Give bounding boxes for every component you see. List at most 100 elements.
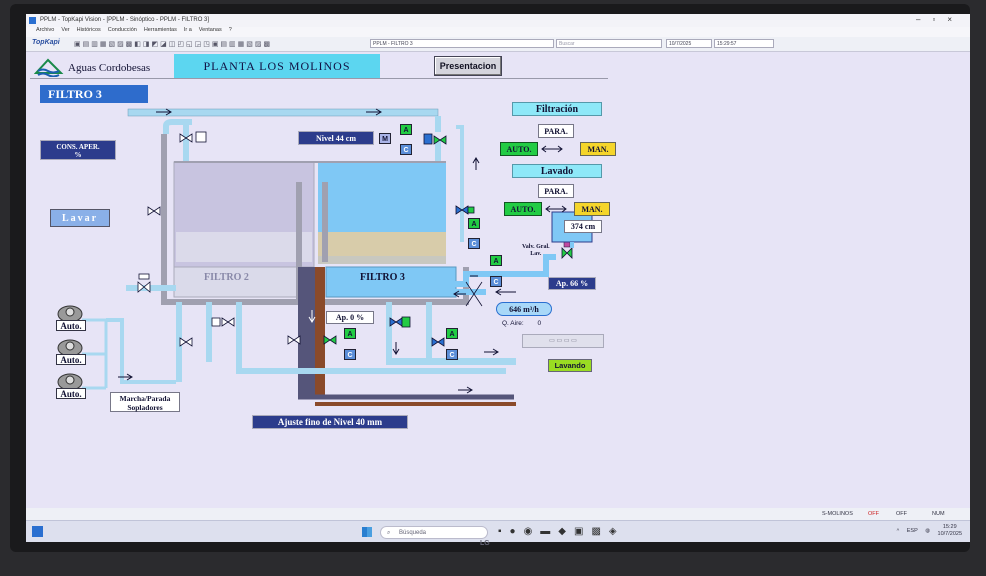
system-tray[interactable]: ^ ESP ◍ 15:29 10/7/2025 xyxy=(897,524,962,538)
filtro-2-media xyxy=(176,232,312,262)
drain-valve-left-icon[interactable] xyxy=(147,206,161,216)
brand-header: Aguas Cordobesas xyxy=(30,56,175,78)
taskbar-clock[interactable]: 15:29 10/7/2025 xyxy=(938,524,962,538)
filtro-3-label: FILTRO 3 xyxy=(360,272,405,283)
toolbar: TopKapi ▣▤▥▦▧▨▩◧◨◩◪◫◰◱◲◳▣▤▥▦▧▨▩ PPLM - F… xyxy=(26,37,970,52)
toolbar-icons[interactable]: ▣▤▥▦▧▨▩◧◨◩◪◫◰◱◲◳▣▤▥▦▧▨▩ xyxy=(74,41,273,48)
taskbar-time: 15:29 xyxy=(942,524,957,530)
menu-ver[interactable]: Ver xyxy=(61,27,70,33)
indicator-a: A xyxy=(344,328,356,339)
filtro-3-sand xyxy=(318,232,446,256)
menu-help[interactable]: ? xyxy=(228,27,232,33)
right-drain-valve-icon[interactable] xyxy=(455,205,475,215)
search-icon: ⌕ xyxy=(387,530,391,536)
monitor-bezel: PPLM - TopKapi Vision - [PPLM - Sinóptic… xyxy=(10,4,970,552)
minimize-button[interactable]: – xyxy=(916,15,933,24)
blower-1-auto[interactable]: Auto. xyxy=(56,320,86,331)
cons-aper-unit: % xyxy=(74,151,82,159)
filtro-3-water xyxy=(318,162,446,232)
menu-ventanas[interactable]: Ventanas xyxy=(198,27,222,33)
filtracion-auto-button[interactable]: AUTO. xyxy=(500,142,538,156)
filtro-3-plenum xyxy=(325,266,457,298)
header-divider xyxy=(30,78,608,79)
siphon-valve-icon[interactable] xyxy=(423,133,447,145)
filtracion-man-button[interactable]: MAN. xyxy=(580,142,616,156)
taskbar-app-icons[interactable]: ▪●◉▬◆▣▩◈ xyxy=(498,526,625,537)
taskbar-search-input[interactable]: ⌕ Búsqueda xyxy=(380,526,488,539)
wash-water-valve-icon[interactable] xyxy=(431,337,445,347)
menu-historicos[interactable]: Históricos xyxy=(76,27,101,33)
q-aire-label: Q. Aire: xyxy=(502,320,524,327)
filtrado-valve-icon[interactable] xyxy=(287,335,301,345)
cons-aper-display[interactable]: CONS. APER. % xyxy=(40,140,116,160)
tank-level-display: 374 cm xyxy=(564,220,602,233)
indicator-c: C xyxy=(344,349,356,360)
presentacion-button[interactable]: Presentacion xyxy=(434,56,502,76)
filter-process-diagram xyxy=(57,108,593,406)
windows-start-icon[interactable] xyxy=(362,527,372,537)
marcha-parada-button[interactable]: Marcha/Parada Sopladores xyxy=(110,392,180,412)
filtro-title: FILTRO 3 xyxy=(40,85,148,103)
menu-ir-a[interactable]: Ir a xyxy=(183,27,192,33)
statusbar: S-MOLINOS OFF OFF NUM xyxy=(26,508,970,520)
lavado-auto-button[interactable]: AUTO. xyxy=(504,202,542,216)
valv-gral-lav-icon[interactable] xyxy=(465,275,483,307)
marcha-parada-line2: Sopladores xyxy=(127,403,163,412)
toolbar-time: 15:29:57 xyxy=(714,39,774,48)
monitor-brand-logo: LG xyxy=(480,540,490,547)
filtracion-para-button[interactable]: PARA. xyxy=(538,124,574,138)
taskbar: ⌕ Búsqueda ▪●◉▬◆▣▩◈ ^ ESP ◍ 15:29 10/7/2… xyxy=(26,520,970,542)
menu-herramientas[interactable]: Herramientas xyxy=(143,27,177,33)
status-num: NUM xyxy=(932,511,945,517)
nivel-display: Nivel 44 cm xyxy=(298,131,374,145)
flow-display: 646 m³/h xyxy=(496,302,552,316)
arrow-left-right-icon xyxy=(545,205,567,213)
ap-right-display: Ap. 66 % xyxy=(548,277,596,290)
lavando-status: Lavando xyxy=(548,359,592,372)
blower-3-icon[interactable] xyxy=(57,373,83,391)
outlet-valve-icon[interactable] xyxy=(389,316,411,328)
menu-conduccion[interactable]: Conducción xyxy=(107,27,137,33)
lavar-button[interactable]: Lavar xyxy=(50,209,110,227)
indicator-m: M xyxy=(379,133,391,144)
status-off-1: OFF xyxy=(868,511,879,517)
blower-3-auto[interactable]: Auto. xyxy=(56,388,86,399)
ap-left-display: Ap. 0 % xyxy=(326,311,374,324)
window-titlebar: PPLM - TopKapi Vision - [PPLM - Sinóptic… xyxy=(26,14,970,27)
window-title: PPLM - TopKapi Vision - [PPLM - Sinóptic… xyxy=(40,17,210,23)
tray-chevron-icon[interactable]: ^ xyxy=(896,528,900,535)
filtro-2-label: FILTRO 2 xyxy=(204,272,249,283)
indicator-a: A xyxy=(446,328,458,339)
lavado-para-button[interactable]: PARA. xyxy=(538,184,574,198)
screen: PPLM - TopKapi Vision - [PPLM - Sinóptic… xyxy=(26,14,970,542)
flow-arrow xyxy=(156,108,172,116)
window-controls[interactable]: –▫× xyxy=(916,15,964,24)
mini-toolbar[interactable]: ▭ ▭ ▭ ▭ xyxy=(522,334,604,348)
filtracion-title: Filtración xyxy=(512,102,602,116)
language-indicator[interactable]: ESP xyxy=(906,528,918,535)
close-button[interactable]: × xyxy=(947,15,964,24)
inlet-valve-icon[interactable] xyxy=(179,131,207,143)
maximize-button[interactable]: ▫ xyxy=(932,15,948,24)
cons-aper-label: CONS. APER. xyxy=(56,143,100,151)
menu-archivo[interactable]: Archivo xyxy=(36,27,55,33)
manual-valve-icon[interactable] xyxy=(137,273,151,293)
lavado-man-button[interactable]: MAN. xyxy=(574,202,610,216)
indicator-a: A xyxy=(490,255,502,266)
widgets-icon[interactable] xyxy=(32,526,43,537)
ajuste-fino-display[interactable]: Ajuste fino de Nivel 40 mm xyxy=(252,415,408,429)
document-selector[interactable]: PPLM - FILTRO 3 xyxy=(370,39,554,48)
toolbar-date: 10/7/2025 xyxy=(666,39,712,48)
server-status: S-MOLINOS xyxy=(822,511,853,517)
menubar: Archivo Ver Históricos Conducción Herramient… xyxy=(26,27,970,37)
taskbar-search-placeholder: Búsqueda xyxy=(399,530,427,536)
toolbar-search-input[interactable]: Buscar xyxy=(556,39,662,48)
air-valve-icon[interactable] xyxy=(179,337,193,347)
air-valve-2-icon[interactable] xyxy=(211,317,235,327)
blower-1-icon[interactable] xyxy=(57,305,83,323)
wash-drain-valve-icon[interactable] xyxy=(323,335,337,345)
blower-2-auto[interactable]: Auto. xyxy=(56,354,86,365)
blower-2-icon[interactable] xyxy=(57,339,83,357)
indicator-c: C xyxy=(468,238,480,249)
network-icon[interactable]: ◍ xyxy=(925,528,930,535)
